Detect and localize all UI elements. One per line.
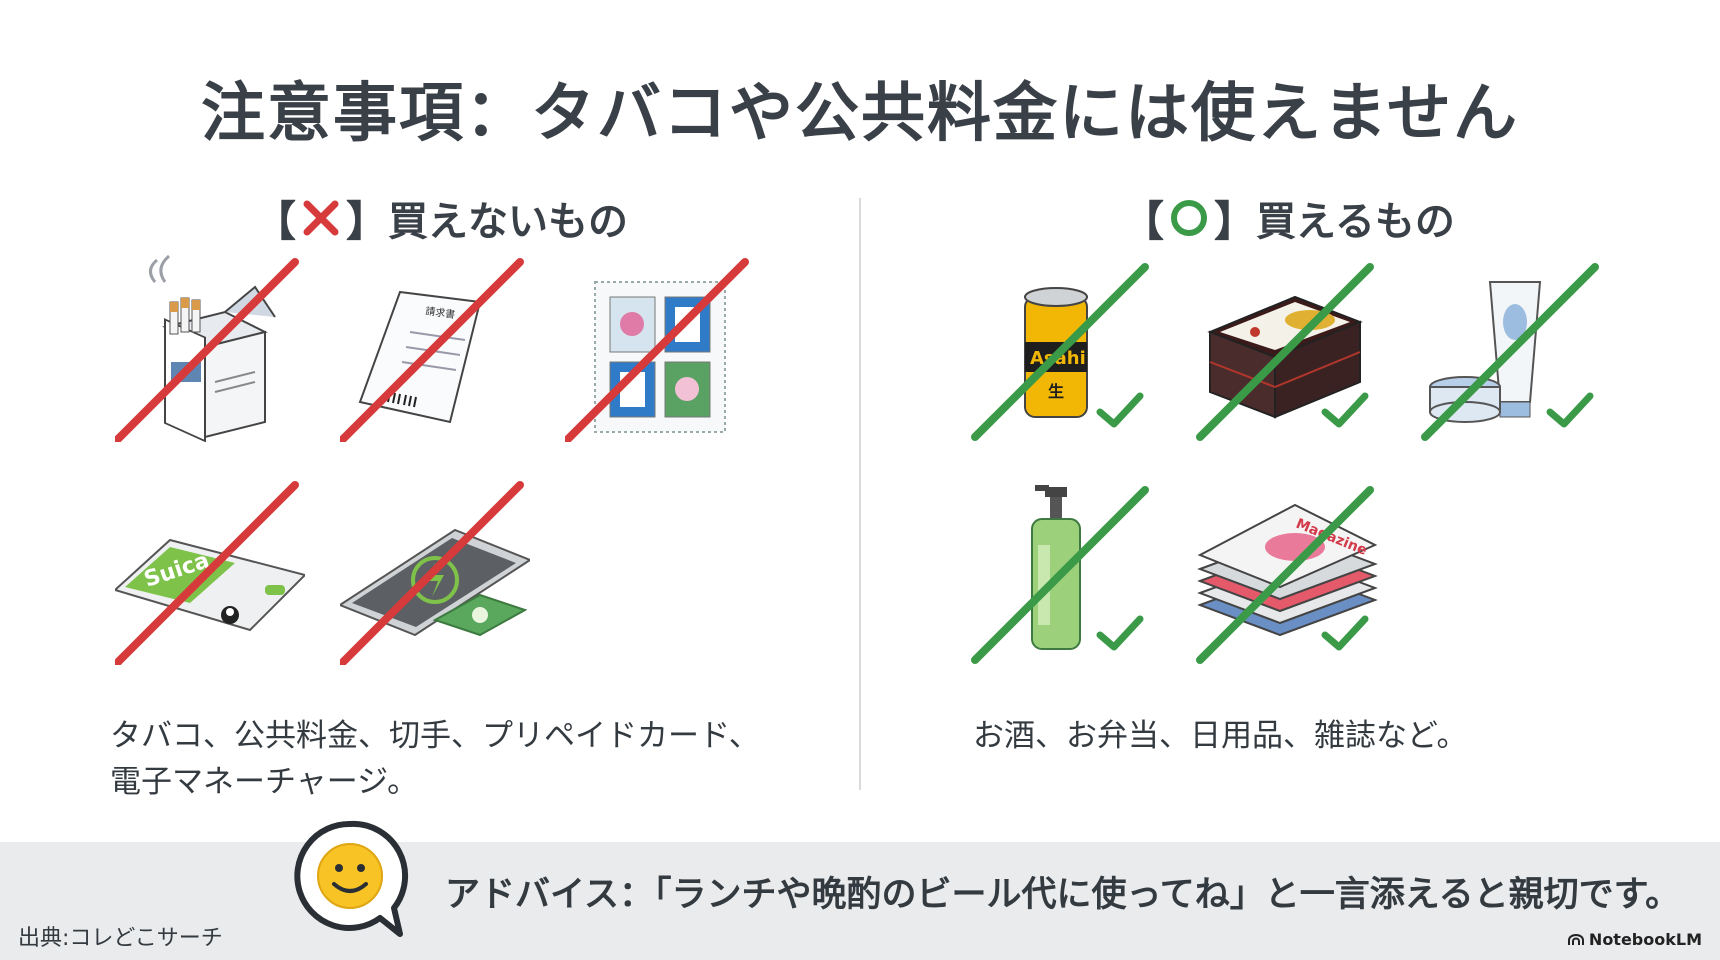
advice-bubble — [290, 818, 410, 944]
cannot-buy-heading: 【 】 買えないもの — [254, 190, 628, 246]
brand-label: NotebookLM — [1588, 930, 1702, 949]
magazines-item: Magazine — [1195, 475, 1385, 665]
brand-badge: NotebookLM — [1567, 930, 1702, 949]
advice-band — [0, 842, 1720, 960]
can-buy-caption: お酒、お弁当、日用品、雑誌など。 — [973, 718, 1468, 754]
prepaid-card-item: Suica — [115, 475, 305, 665]
skincare-item — [1420, 252, 1610, 442]
smartphone-charge-icon — [340, 481, 530, 665]
bracket-close: 】 — [346, 196, 389, 246]
bracket-close: 】 — [1214, 196, 1257, 246]
bill-label: 請求書 — [425, 304, 457, 321]
prepaid-card-icon: Suica — [115, 481, 305, 665]
source-credit: 出典:コレどこサーチ — [18, 926, 223, 951]
bento-box-item — [1195, 252, 1385, 442]
skincare-icon — [1421, 263, 1599, 441]
bracket-open: 【 — [1122, 196, 1165, 246]
circle-mark-icon — [1166, 195, 1212, 241]
utility-bill-icon: 請求書 — [340, 258, 524, 442]
cross-mark-icon — [298, 195, 344, 241]
cannot-buy-caption-line1: タバコ、公共料金、切手、プリペイドカード、 — [110, 718, 760, 754]
bento-box-icon — [1196, 263, 1374, 441]
page-title: 注意事項：タバコや公共料金には使えません — [200, 77, 1520, 151]
pump-bottle-icon — [971, 485, 1149, 664]
beer-sublabel: 生 — [1048, 382, 1064, 401]
beer-can-icon: Asahi 生 — [971, 263, 1149, 441]
smiley-speech-bubble-icon — [294, 820, 409, 937]
can-buy-heading: 【 】 買えるもの — [1122, 190, 1455, 246]
cigarette-pack-item — [115, 252, 305, 442]
cannot-buy-caption: タバコ、公共料金、切手、プリペイドカード、 電子マネーチャージ。 — [110, 713, 760, 805]
can-buy-heading-label: 買えるもの — [1256, 199, 1455, 245]
notebooklm-logo-icon — [1567, 933, 1584, 945]
utility-bill-item: 請求書 — [340, 252, 530, 442]
postage-stamps-item — [565, 252, 755, 442]
magazines-icon: Magazine — [1196, 486, 1378, 664]
pump-bottle-item — [970, 475, 1160, 665]
postage-stamps-icon — [565, 258, 749, 442]
advice-text: アドバイス：「ランチや晩酌のビール代に使ってね」と一言添えると親切です。 — [445, 875, 1681, 915]
cannot-buy-heading-label: 買えないもの — [388, 199, 629, 245]
beer-can-item: Asahi 生 — [970, 252, 1160, 442]
cannot-buy-caption-line2: 電子マネーチャージ。 — [110, 764, 419, 800]
cigarette-pack-icon — [115, 254, 299, 442]
smartphone-charge-item — [340, 475, 530, 665]
bracket-open: 【 — [254, 196, 297, 246]
column-divider — [859, 198, 861, 790]
